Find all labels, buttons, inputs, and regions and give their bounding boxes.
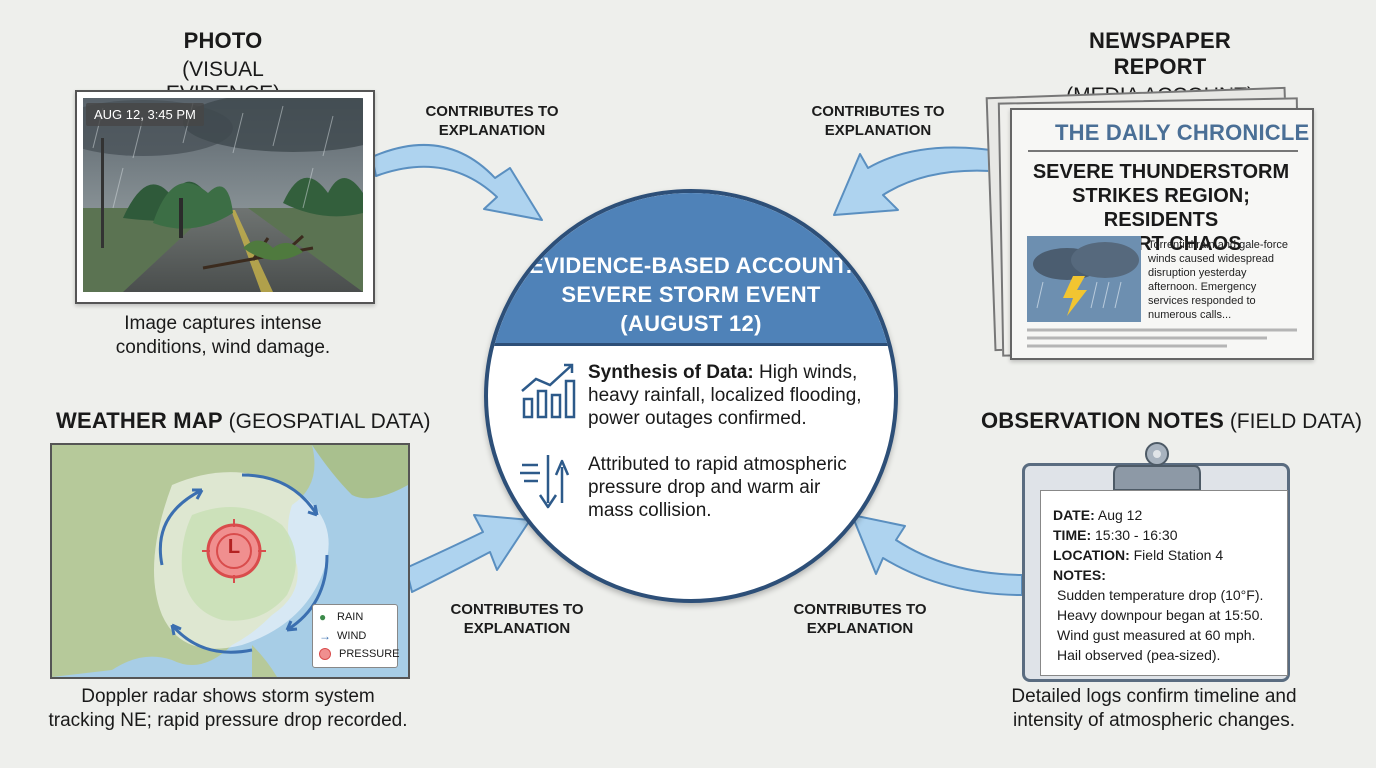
newspaper-filler-lines (1027, 328, 1297, 348)
masthead-rule (1028, 150, 1298, 152)
photo-title: PHOTO (183, 28, 263, 53)
note-line: Hail observed (pea-sized). (1057, 647, 1221, 663)
map-title: WEATHER MAP (56, 408, 223, 433)
news-line: winds caused widespread (1148, 253, 1274, 265)
connector-label-bottom-left: CONTRIBUTES TO EXPLANATION (437, 600, 597, 638)
field-date: DATE: Aug 12 (1053, 505, 1142, 525)
legend-rain: RAIN (337, 611, 364, 623)
map-heading: WEATHER MAP (GEOSPATIAL DATA) (56, 408, 430, 434)
wind-arrow-icon: → (319, 629, 331, 643)
connector-text: CONTRIBUTES TO (425, 103, 559, 120)
map-legend: ● RAIN → WIND PRESSURE (312, 604, 400, 668)
note-line: Heavy downpour began at 15:50. (1057, 607, 1264, 623)
news-line: services responded to (1148, 295, 1256, 307)
synthesis-line: High winds, (753, 362, 858, 383)
storm-cloud-image (1027, 236, 1141, 322)
clipboard-paper: DATE: Aug 12 TIME: 15:30 - 16:30 LOCATIO… (1040, 490, 1288, 676)
field-value: Aug 12 (1094, 507, 1143, 523)
observation-heading: OBSERVATION NOTES (FIELD DATA) (981, 408, 1362, 434)
note-line: Wind gust measured at 60 mph. (1057, 627, 1256, 643)
legend-wind: WIND (337, 630, 367, 642)
field-label: LOCATION: (1053, 547, 1130, 563)
headline-line: STRIKES REGION; RESIDENTS (1072, 185, 1250, 231)
attribution-line: mass collision. (588, 500, 712, 521)
circle-title-line: (AUGUST 12) (620, 311, 762, 336)
field-value: Field Station 4 (1129, 547, 1224, 563)
attribution-line: pressure drop and warm air (588, 477, 821, 498)
newspaper-headline: SEVERE THUNDERSTORM STRIKES REGION; RESI… (1020, 160, 1302, 256)
connector-text: EXPLANATION (438, 122, 546, 139)
circle-title-line: EVIDENCE-BASED ACCOUNT: (529, 253, 853, 278)
wind-band (158, 488, 203, 566)
field-label: DATE: (1053, 507, 1095, 523)
photo-caption-line: conditions, wind damage. (115, 337, 331, 358)
observation-title: OBSERVATION NOTES (981, 408, 1224, 433)
photo-caption-line: Image captures intense (124, 313, 322, 334)
attribution-line: Attributed to rapid atmospheric (588, 454, 847, 475)
arrow-bottom-left (405, 514, 531, 593)
circle-title-line: SEVERE STORM EVENT (561, 282, 821, 307)
chart-trend-icon (521, 363, 576, 419)
lightning-icon (1063, 276, 1087, 316)
field-label: TIME: (1053, 527, 1092, 543)
connector-text: EXPLANATION (806, 620, 914, 637)
observation-caption-line: intensity of atmospheric changes. (1013, 710, 1295, 731)
news-line: disruption yesterday (1148, 267, 1247, 279)
pressure-icon (319, 648, 331, 660)
photo-timestamp: AUG 12, 3:45 PM (86, 103, 204, 126)
clipboard-clip (1113, 442, 1201, 491)
field-value: 15:30 - 16:30 (1091, 527, 1178, 543)
news-line: numerous calls... (1148, 309, 1232, 321)
synthesis-text: Synthesis of Data: High winds, heavy rai… (588, 361, 888, 430)
connector-label-bottom-right: CONTRIBUTES TO EXPLANATION (780, 600, 940, 638)
newspaper-title: NEWSPAPER REPORT (1089, 28, 1231, 79)
photo-caption: Image captures intense conditions, wind … (73, 312, 373, 360)
radar-map (52, 445, 408, 677)
note-line: Sudden temperature drop (10°F). (1057, 587, 1264, 603)
map-caption: Doppler radar shows storm system trackin… (30, 685, 426, 733)
circle-title: EVIDENCE-BASED ACCOUNT: SEVERE STORM EVE… (488, 251, 894, 338)
connector-text: EXPLANATION (463, 620, 571, 637)
observation-caption: Detailed logs confirm timeline and inten… (990, 685, 1318, 733)
circle-header-band (488, 193, 894, 346)
pressure-arrows-icon (520, 455, 570, 509)
storm-photo (83, 98, 363, 292)
field-notes: NOTES: (1053, 565, 1106, 585)
field-location: LOCATION: Field Station 4 (1053, 545, 1223, 565)
news-line: Torrential rain and gale-force (1148, 239, 1289, 251)
observation-subtitle: (FIELD DATA) (1223, 410, 1363, 433)
connector-label-top-left: CONTRIBUTES TO EXPLANATION (412, 102, 572, 140)
weather-map: L (50, 443, 410, 679)
map-caption-line: tracking NE; rapid pressure drop recorde… (48, 710, 408, 731)
connector-text: CONTRIBUTES TO (811, 103, 945, 120)
map-subtitle: (GEOSPATIAL DATA) (222, 410, 431, 433)
evidence-account-circle: EVIDENCE-BASED ACCOUNT: SEVERE STORM EVE… (484, 189, 898, 603)
map-caption-line: Doppler radar shows storm system (81, 686, 375, 707)
connector-text: EXPLANATION (824, 122, 932, 139)
connector-label-top-right: CONTRIBUTES TO EXPLANATION (798, 102, 958, 140)
newspaper-body: Torrential rain and gale-force winds cau… (1148, 238, 1298, 322)
field-time: TIME: 15:30 - 16:30 (1053, 525, 1178, 545)
legend-pressure: PRESSURE (339, 648, 400, 660)
observation-caption-line: Detailed logs confirm timeline and (1011, 686, 1297, 707)
synthesis-line: heavy rainfall, localized flooding, (588, 385, 862, 406)
connector-text: CONTRIBUTES TO (450, 601, 584, 618)
newspaper-masthead: THE DAILY CHRONICLE (1055, 120, 1310, 145)
news-line: afternoon. Emergency (1148, 281, 1257, 293)
field-label: NOTES: (1053, 567, 1106, 583)
low-pressure-label: L (227, 536, 241, 558)
headline-line: SEVERE THUNDERSTORM (1032, 161, 1290, 183)
synthesis-label: Synthesis of Data: (588, 362, 754, 383)
arrow-bottom-right (851, 514, 1023, 596)
rain-icon: ● (319, 610, 327, 624)
synthesis-line: power outages confirmed. (588, 408, 807, 429)
attribution-text: Attributed to rapid atmospheric pressure… (588, 453, 878, 522)
connector-text: CONTRIBUTES TO (793, 601, 927, 618)
